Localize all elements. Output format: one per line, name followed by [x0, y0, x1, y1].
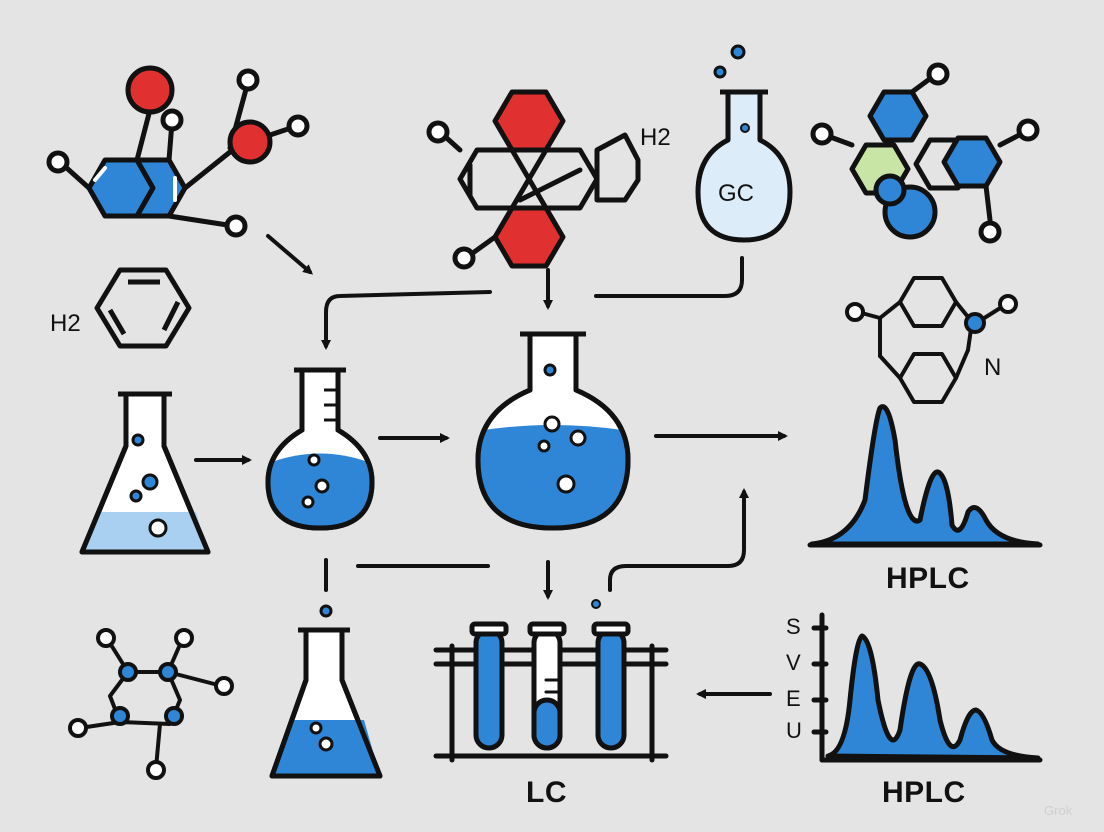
label-lc: LC [526, 776, 567, 809]
label-hplc-bottom: HPLC [882, 776, 966, 809]
benzene-icon [94, 267, 192, 349]
label-n: N [984, 354, 1002, 381]
test-tube-rack-icon [433, 621, 669, 763]
arrow-lc-to-hplc [608, 488, 749, 592]
axis-label-u: U [786, 718, 802, 743]
erlenmeyer-flask-left-icon [79, 391, 211, 555]
volumetric-flask-icon [265, 367, 375, 531]
hplc-chromatogram-bottom-icon [811, 612, 1043, 763]
arrow-molecule-to-flask [266, 234, 314, 275]
molecule-top-right-icon [810, 62, 1040, 244]
droplet-icon [591, 599, 601, 609]
molecule-top-center-icon [426, 89, 641, 270]
hplc-chromatogram-top-icon [807, 404, 1043, 548]
connector-gc [594, 256, 744, 298]
round-bottom-flask-icon [475, 331, 631, 531]
gc-round-flask-icon [695, 44, 793, 243]
molecule-top-left-icon [46, 65, 310, 238]
molecule-bottom-left-icon [68, 628, 234, 780]
axis-label-s: S [786, 614, 801, 639]
erlenmeyer-flask-bottom-icon [269, 604, 383, 779]
molecule-right-middle-icon [845, 276, 1018, 404]
arrow-split-to-flask [321, 290, 492, 350]
label-hplc-top: HPLC [886, 562, 970, 595]
label-gc: GC [718, 180, 754, 207]
axis-label-e: E [786, 686, 801, 711]
axis-label-v: V [786, 650, 801, 675]
label-h2-top: H2 [640, 124, 671, 151]
watermark: Grok [1044, 803, 1073, 818]
label-h2-left: H2 [50, 310, 81, 337]
workflow-connectors [194, 234, 788, 699]
